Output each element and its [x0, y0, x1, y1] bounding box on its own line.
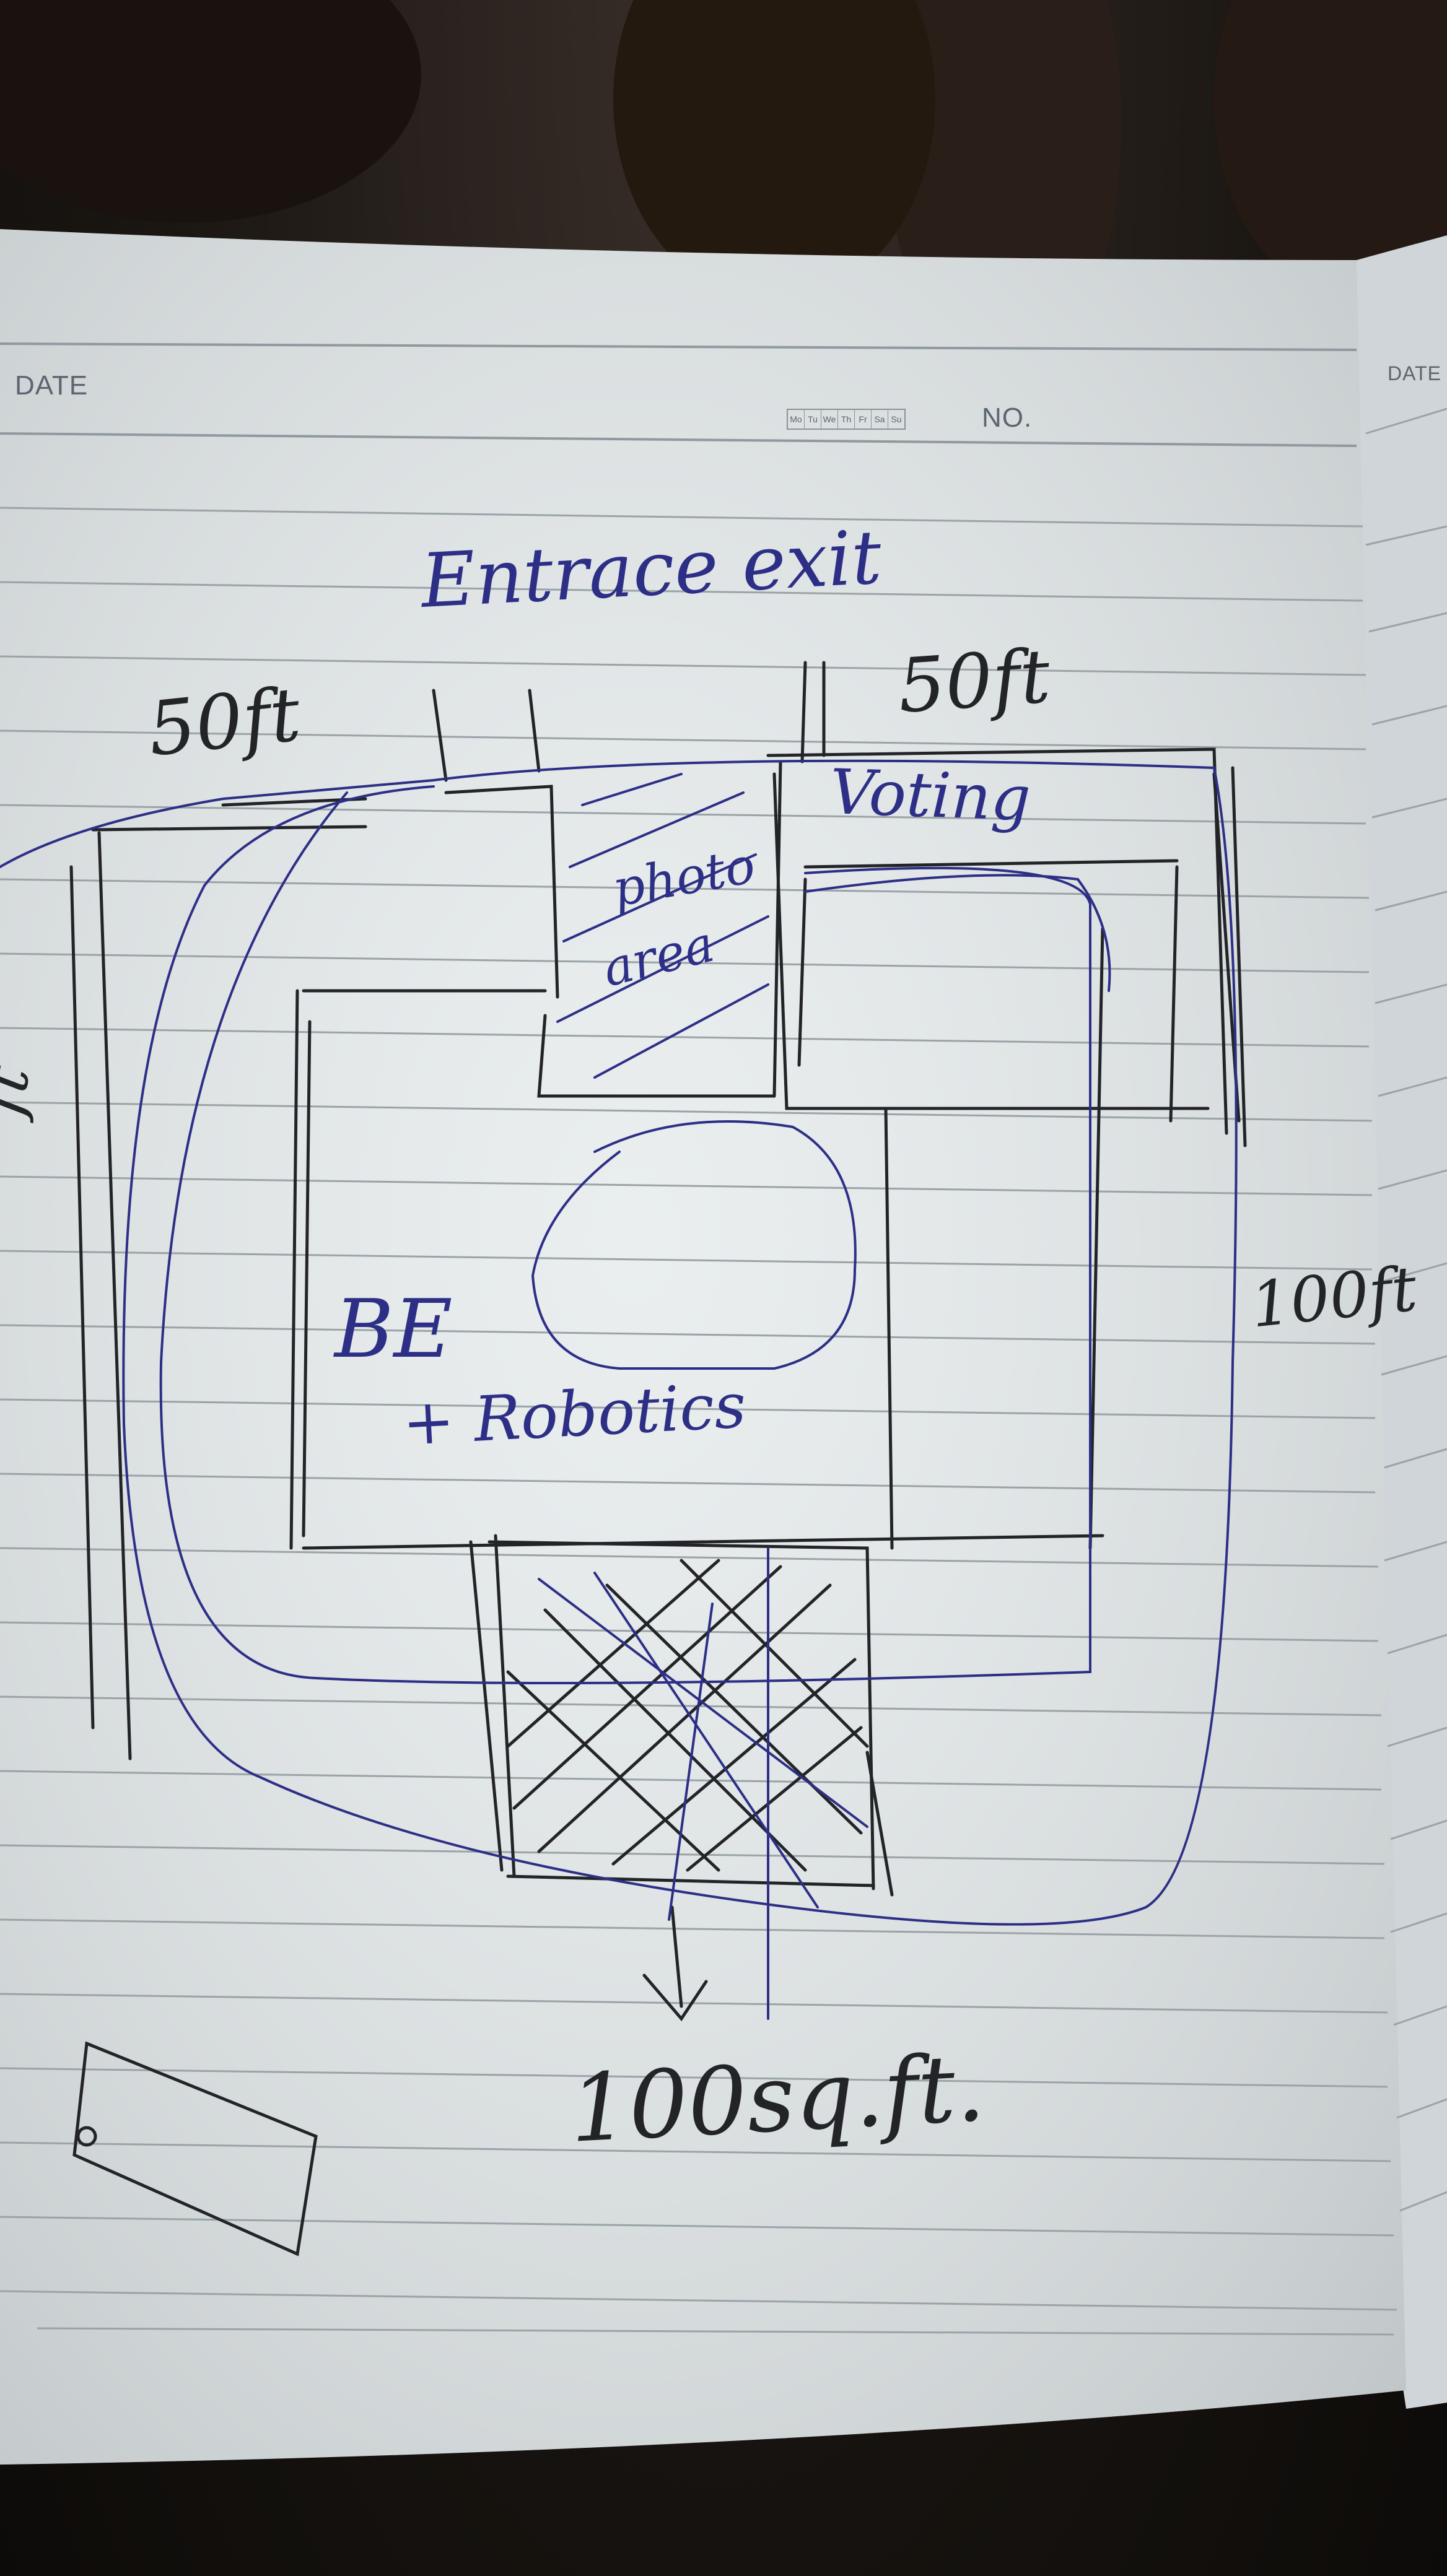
weekday-boxes: Mo Tu We Th Fr Sa Su: [787, 409, 906, 430]
weekday-mo: Mo: [788, 410, 805, 429]
no-label: NO.: [982, 402, 1033, 433]
blue-circulation-loops: [0, 759, 1238, 2020]
weekday-tu: Tu: [805, 410, 821, 429]
right-page-lines: [1365, 407, 1447, 2212]
weekday-we: We: [821, 410, 838, 429]
weekday-fr: Fr: [855, 410, 872, 429]
total-area-label: 100sq.ft.: [567, 2034, 988, 2164]
ruled-lines: [0, 507, 1397, 2336]
hand-shadow-left: [0, 0, 421, 223]
date-label: DATE: [15, 370, 89, 401]
date-label-right-page: DATE: [1388, 362, 1441, 385]
left-top-dimension: 50ft: [144, 671, 305, 773]
weekday-th: Th: [838, 410, 855, 429]
finger-right: [1214, 0, 1447, 297]
right-top-dimension: 50ft: [895, 633, 1053, 730]
center-zone-label: BE: [334, 1282, 453, 1376]
weekday-sa: Sa: [872, 410, 888, 429]
weekday-su: Su: [891, 414, 902, 424]
finger: [613, 0, 935, 303]
voting-area-label: Voting: [828, 755, 1032, 835]
